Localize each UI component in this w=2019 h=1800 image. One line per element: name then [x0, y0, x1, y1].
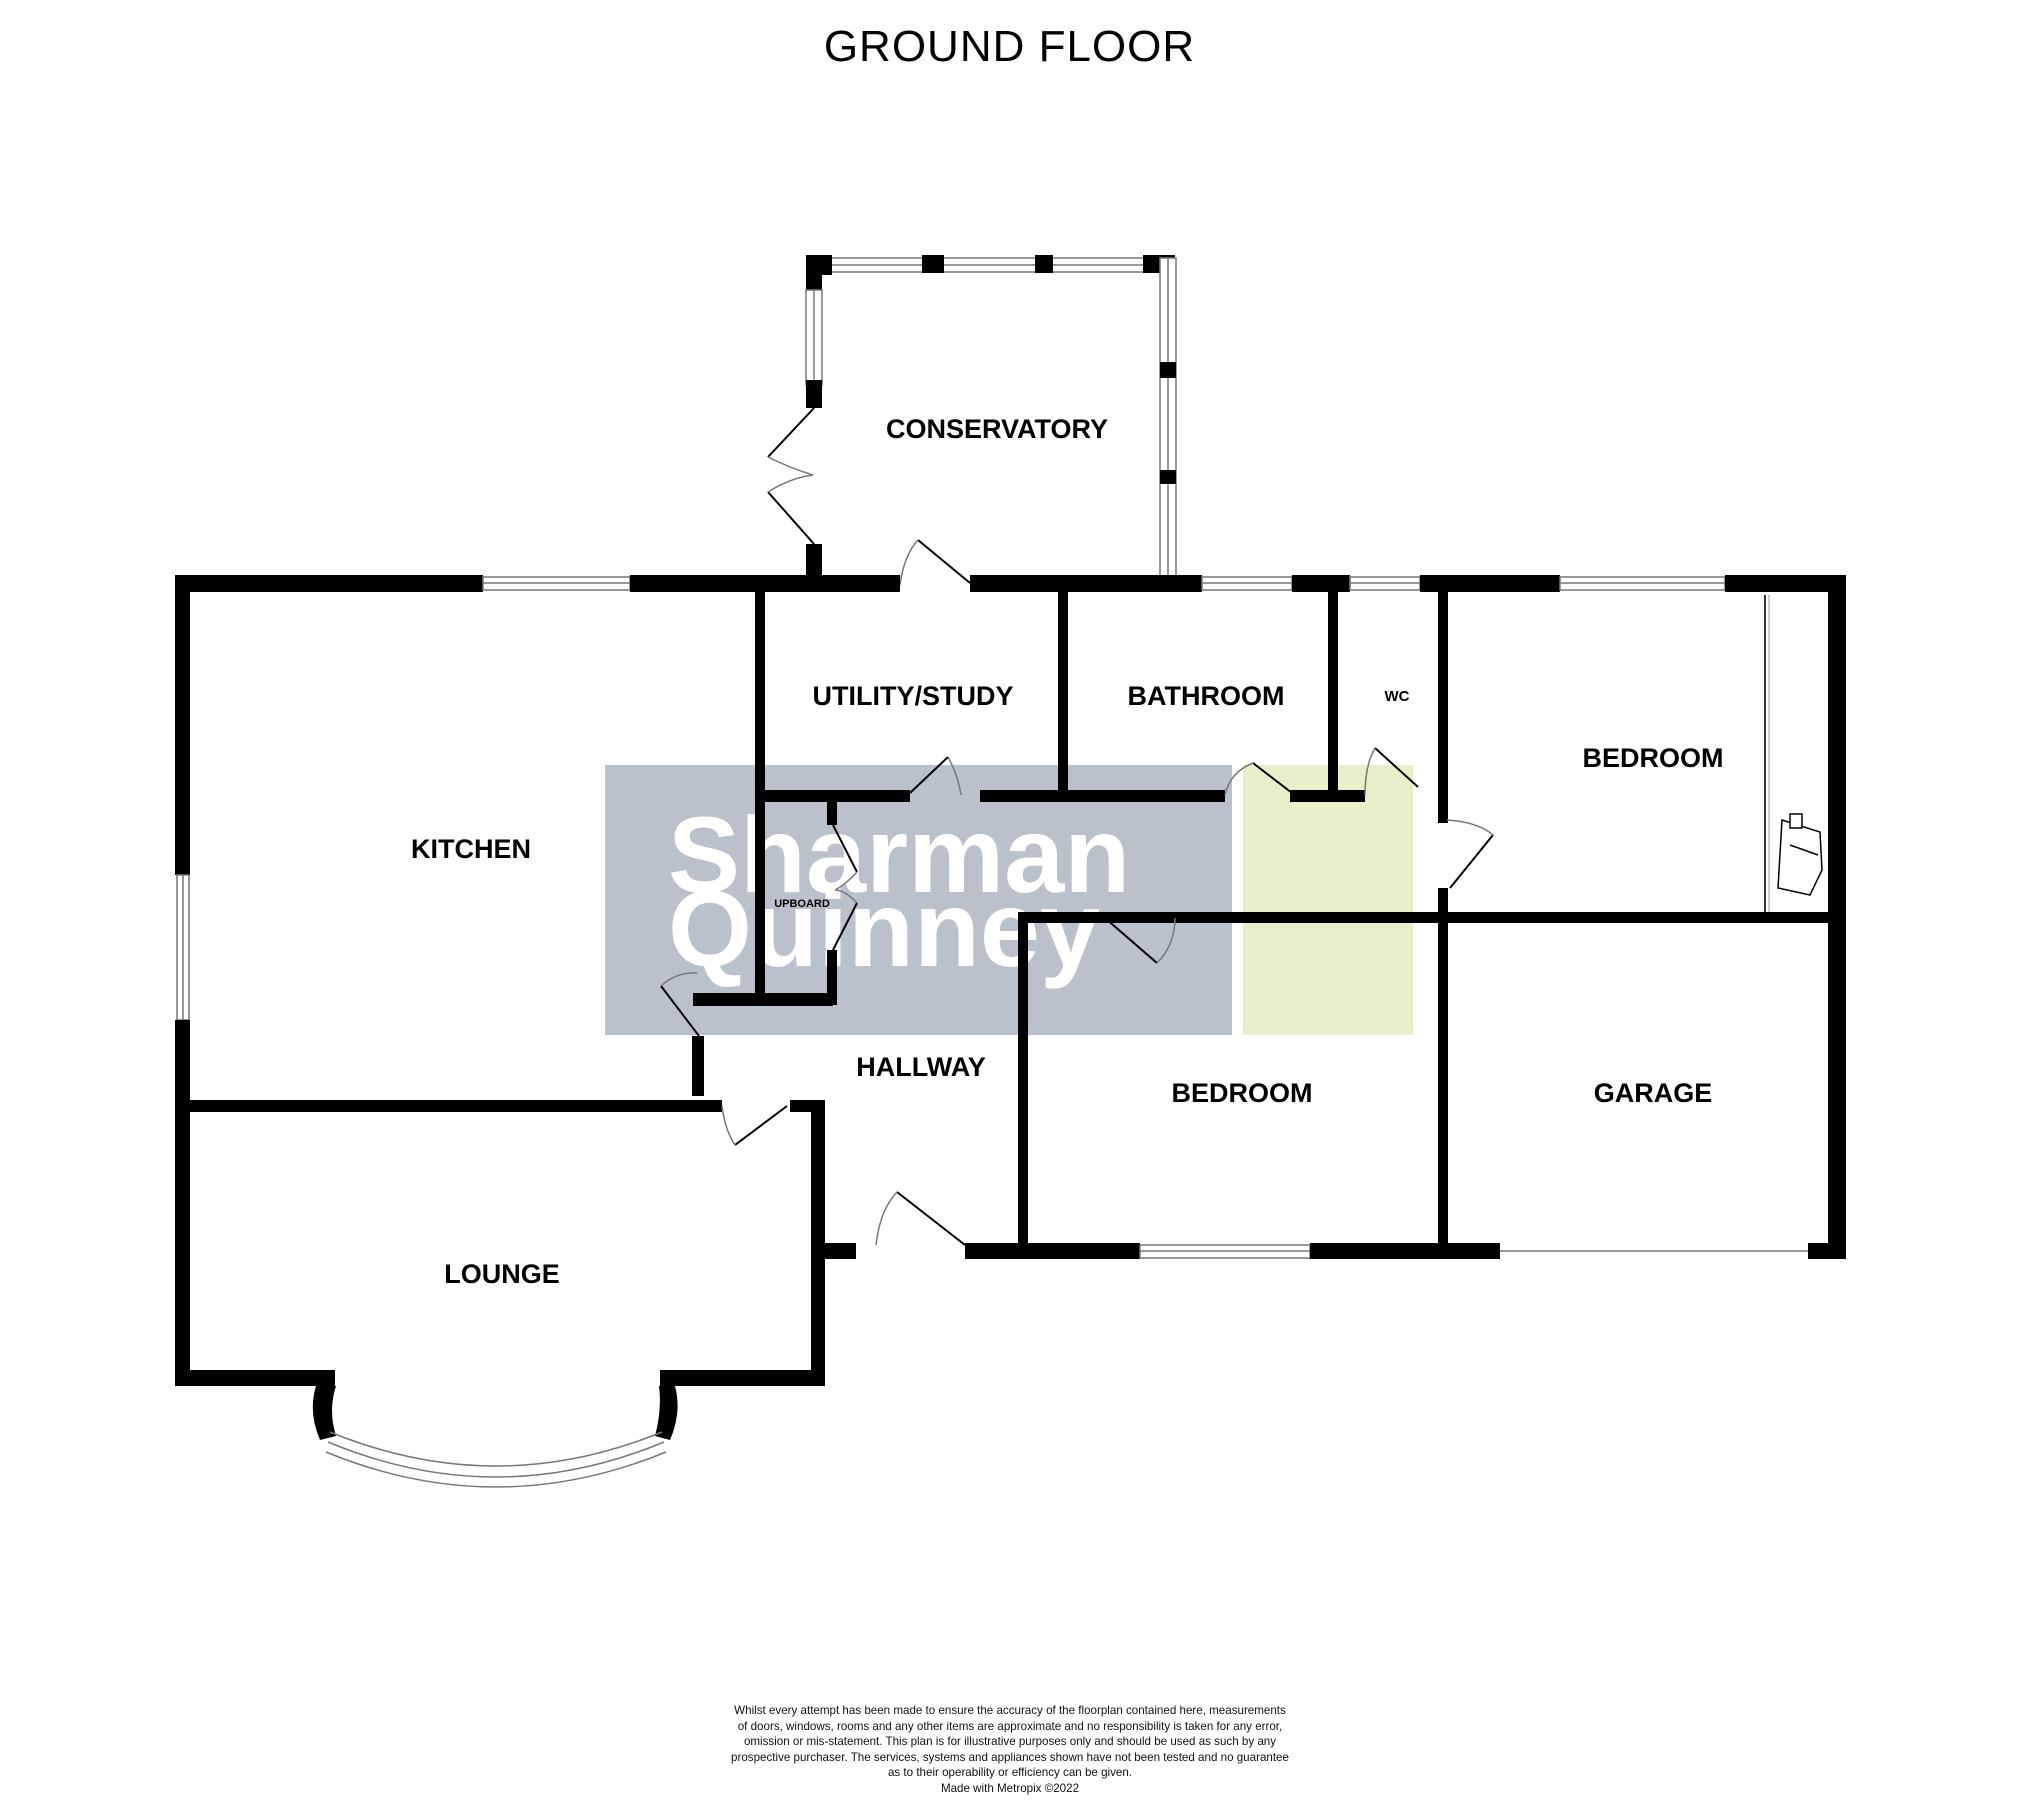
bedroom-1-door[interactable] — [1446, 819, 1494, 889]
disclaimer-line: of doors, windows, rooms and any other i… — [737, 1719, 1283, 1733]
room-label-conservatory: CONSERVATORY — [886, 414, 1108, 444]
room-label-garage: GARAGE — [1594, 1078, 1713, 1108]
metropix-credit: Made with Metropix ©2022 — [940, 1781, 1080, 1795]
room-label-utility-study: UTILITY/STUDY — [813, 681, 1014, 711]
floor-title: GROUND FLOOR — [823, 22, 1196, 71]
interior-walls — [175, 585, 1828, 1259]
room-label-kitchen: KITCHEN — [411, 834, 531, 864]
bathroom-door[interactable] — [1224, 762, 1293, 796]
room-label-bathroom: BATHROOM — [1128, 681, 1285, 711]
bedroom-2-door[interactable] — [1104, 917, 1176, 964]
disclaimer: Whilst every attempt has been made to en… — [660, 1703, 1360, 1796]
front-door[interactable] — [875, 1191, 966, 1246]
disclaimer-line: as to their operability or efficiency ca… — [887, 1766, 1133, 1779]
watermark-green-block — [1243, 765, 1413, 1035]
conservatory-walls — [805, 255, 1177, 588]
room-label-bedroom-2: BEDROOM — [1172, 1078, 1313, 1108]
utility-door[interactable] — [909, 756, 962, 796]
kitchen-door[interactable] — [660, 972, 700, 1037]
disclaimer-line: omission or mis-statement. This plan is … — [743, 1735, 1277, 1748]
room-label-hallway: HALLWAY — [856, 1052, 986, 1082]
lounge-door[interactable] — [721, 1105, 788, 1146]
room-label-wc: WC — [1385, 688, 1410, 705]
cupboard-door[interactable] — [832, 824, 858, 951]
watermark-grey-block — [605, 765, 1232, 1035]
room-label-lounge: LOUNGE — [444, 1259, 560, 1289]
room-label-cupboard: UPBOARD — [774, 898, 830, 910]
conservatory-french-door[interactable] — [767, 407, 815, 545]
watermark-line2: Quinney — [668, 868, 1100, 989]
disclaimer-line: prospective purchaser. The services, sys… — [731, 1750, 1289, 1764]
wc-door[interactable] — [1364, 747, 1419, 796]
lounge-bay-window — [312, 1386, 678, 1488]
armchair-icon — [1777, 813, 1823, 896]
wardrobe-partition — [1764, 595, 1770, 912]
disclaimer-line: Whilst every attempt has been made to en… — [734, 1704, 1286, 1717]
watermark-line1: Sharman — [668, 794, 1130, 915]
room-label-bedroom-1: BEDROOM — [1583, 743, 1724, 773]
conservatory-door[interactable] — [899, 539, 971, 586]
